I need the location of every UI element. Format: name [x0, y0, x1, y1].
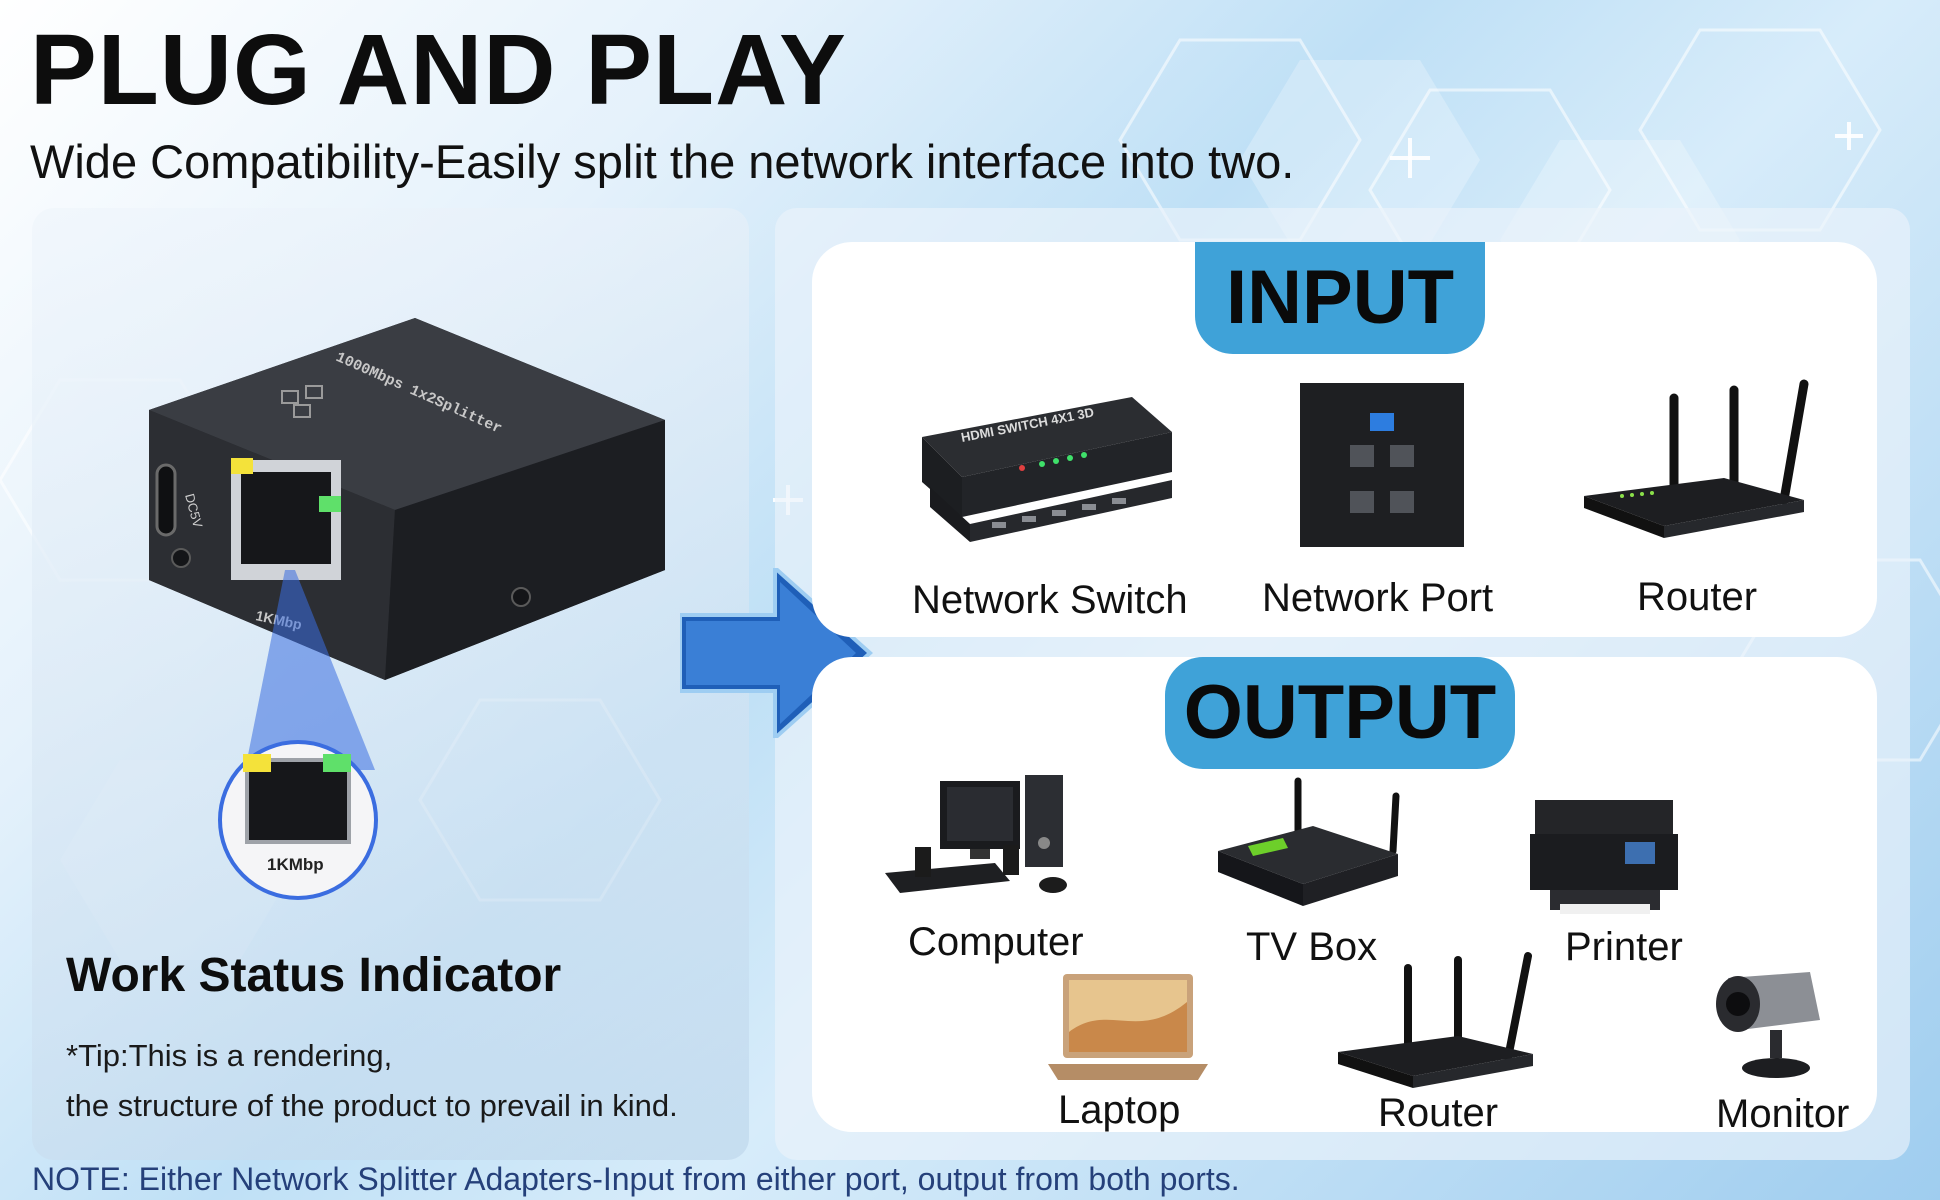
output-label-laptop: Laptop — [1058, 1088, 1181, 1132]
output-label-monitor: Monitor — [1716, 1092, 1850, 1136]
printer-icon — [1530, 800, 1678, 914]
security-camera-icon — [1716, 972, 1820, 1078]
tip-line-1: *Tip:This is a rendering, — [66, 1038, 393, 1073]
output-heading: OUTPUT — [1165, 657, 1515, 769]
network-port-icon — [1300, 383, 1464, 547]
input-label-network-port: Network Port — [1262, 576, 1494, 620]
port-zoom-label: 1KMbp — [267, 855, 324, 874]
splitter-device-image: 1000Mbps 1x2Splitter DC5V 1KMbp 1KMbp — [149, 318, 665, 900]
footer-note: NOTE: Either Network Splitter Adapters-I… — [32, 1161, 1240, 1197]
work-status-indicator-heading: Work Status Indicator — [66, 949, 562, 1002]
green-led — [319, 496, 341, 512]
input-label-router: Router — [1637, 575, 1758, 619]
tv-box-icon — [1218, 777, 1400, 906]
laptop-icon — [1048, 974, 1208, 1080]
output-label-printer: Printer — [1565, 925, 1683, 969]
output-label-tv-box: TV Box — [1246, 925, 1378, 969]
page-subtitle: Wide Compatibility-Easily split the netw… — [30, 135, 1295, 188]
router-icon — [1338, 952, 1533, 1088]
input-heading: INPUT — [1195, 242, 1485, 354]
usb-c-port — [155, 463, 177, 537]
page-title: PLUG AND PLAY — [30, 14, 847, 126]
output-label-router: Router — [1378, 1091, 1499, 1135]
router-icon — [1584, 379, 1809, 538]
computer-icon — [885, 775, 1067, 893]
output-label-computer: Computer — [908, 920, 1084, 964]
input-label-network-switch: Network Switch — [912, 578, 1188, 622]
network-switch-icon: HDMI SWITCH 4X1 3D — [922, 397, 1172, 542]
tip-line-2: the structure of the product to prevail … — [66, 1088, 678, 1123]
yellow-led — [231, 458, 253, 474]
